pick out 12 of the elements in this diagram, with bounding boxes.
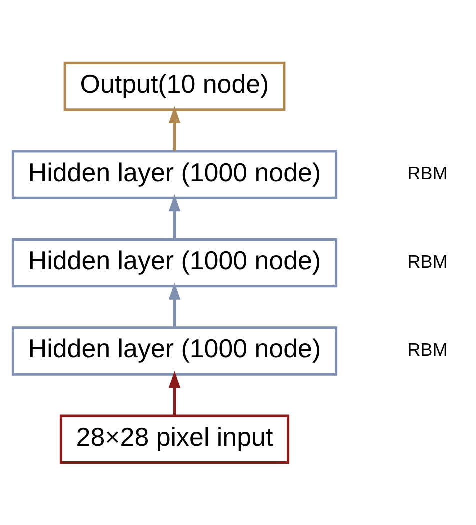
node-box: Output(10 node) — [64, 61, 286, 111]
label: RBM — [408, 251, 448, 272]
arrow — [168, 194, 181, 239]
arrow — [168, 282, 181, 327]
label: RBM — [408, 163, 448, 184]
label: RBM — [408, 340, 448, 360]
arrow — [168, 370, 181, 416]
node-box: Hidden layer (1000 node) — [12, 326, 338, 376]
node-box: Hidden layer (1000 node) — [12, 150, 338, 199]
arrow — [168, 106, 181, 150]
node-box: Hidden layer (1000 node) — [12, 238, 338, 288]
node-box: 28×28 pixel input — [60, 414, 290, 464]
